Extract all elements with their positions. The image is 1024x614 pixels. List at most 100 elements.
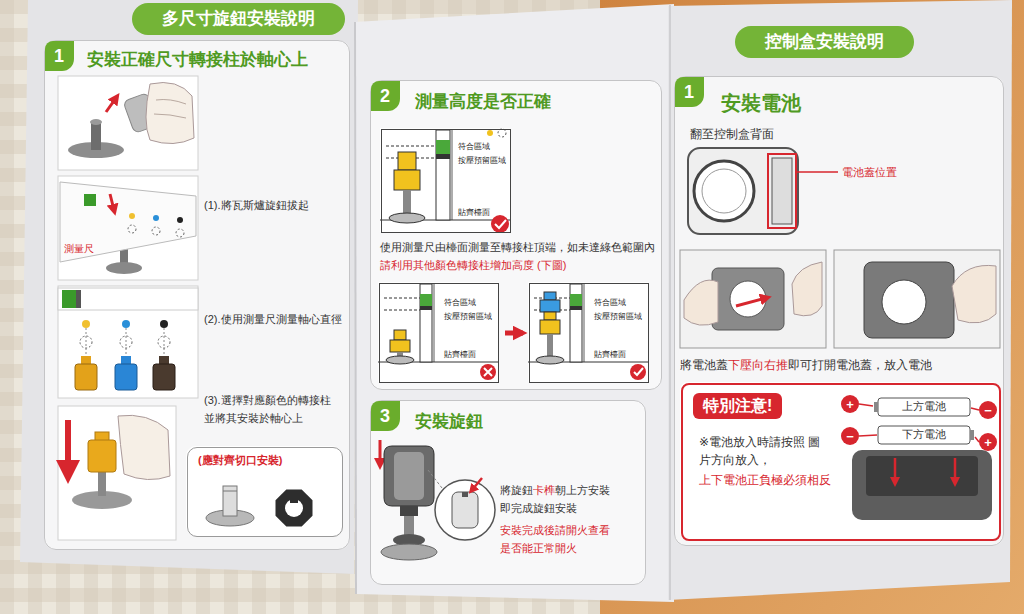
knob-install-illustration	[384, 446, 434, 506]
ruler-illustration	[60, 182, 196, 262]
knob-install-illustration	[428, 470, 442, 488]
height-diagram-drawing	[436, 130, 450, 220]
height-diagram-drawing	[540, 320, 560, 334]
warning-tab: 特別注意!	[693, 393, 782, 419]
ruler-illustration	[176, 229, 184, 237]
height-diagram-drawing	[536, 356, 564, 364]
battery-cover-photos	[680, 250, 1000, 348]
adapter-choice-illustration	[58, 288, 198, 310]
leaflet-panels	[674, 76, 1004, 546]
adapter-choice-illustration	[126, 328, 127, 356]
adapter-choice-illustration	[153, 364, 175, 390]
adapter-install-illustration	[118, 415, 170, 479]
leaflet-panels	[668, 0, 1012, 600]
height-diagram-drawing	[420, 284, 432, 362]
height-diagram-drawing	[386, 146, 435, 147]
notch-illustration	[290, 498, 298, 503]
leaflet-panels	[354, 4, 674, 602]
note-callout-text: (應對齊切口安裝)	[198, 454, 282, 468]
warning-box-text: 上下電池正負極必須相反	[699, 471, 831, 489]
step-badge-text: 2	[380, 84, 390, 108]
knob-removal-illustration	[154, 100, 186, 119]
control-box-illustration	[688, 148, 838, 234]
warning-text: 安裝完成後請開火查看 是否能正常開火	[500, 522, 620, 557]
height-diagram-drawing	[544, 312, 556, 320]
height-diagram-text: 貼齊檯面	[594, 350, 626, 360]
ruler-label: 測量尺	[64, 242, 94, 256]
step-badge-text: 3	[380, 404, 390, 428]
battery-illustration	[841, 395, 997, 520]
step-text: (1).將瓦斯爐旋鈕拔起	[204, 198, 309, 213]
notch-illustration	[223, 491, 237, 492]
knob-install-illustration	[380, 440, 495, 560]
adapter-choice-illustration	[75, 364, 97, 390]
adapter-choice-illustration	[121, 356, 131, 364]
height-diagram-drawing	[436, 140, 450, 154]
step-panel-text: 安裝正確尺寸轉接柱於軸心上	[87, 49, 308, 70]
step-badge-text: 1	[54, 44, 64, 68]
leaflet-panels	[44, 40, 350, 550]
step-panel: 安裝正確尺寸轉接柱於軸心上 1 (應對齊切口安裝)	[44, 40, 350, 550]
instruction-text: 使用測量尺由檯面測量至轉接柱頂端，如未達綠色範圍內	[380, 240, 655, 255]
battery-illustration	[979, 433, 997, 451]
leaflet-panels	[669, 5, 671, 600]
step-panel-text: 安裝電池	[721, 91, 801, 116]
adapter-choice-illustration	[76, 290, 81, 308]
header-tab: 多尺寸旋鈕安裝說明	[132, 3, 345, 35]
knob-removal-illustration	[91, 122, 101, 150]
instruction-text: 將電池蓋下壓向右推即可打開電池蓋，放入電池	[680, 356, 932, 375]
height-diagram-drawing	[491, 215, 509, 233]
battery-illustration	[866, 456, 978, 496]
instruction-text: 即可打開電池蓋，放入電池	[788, 358, 932, 372]
battery-illustration	[841, 395, 859, 413]
adapter-install-illustration	[58, 406, 176, 540]
height-diagram-text: 符合區域	[458, 142, 490, 152]
height-diagram-drawing	[498, 129, 506, 137]
step-panel: 測量高度是否正確2符合區域按壓預留區域貼齊檯面符合區域按壓預留區域貼齊檯面符合區…	[370, 80, 662, 390]
ruler-illustration	[58, 176, 198, 280]
notch-illustration	[206, 486, 313, 527]
leaflet-panels	[20, 0, 1012, 602]
ruler-illustration	[153, 215, 159, 221]
knob-install-illustration	[462, 492, 468, 497]
step-text: (3).選擇對應顏色的轉接柱 並將其安裝於軸心上	[204, 392, 342, 427]
knob-removal-illustration	[58, 76, 198, 170]
ruler-illustration	[110, 194, 114, 210]
adapter-choice-illustration	[81, 356, 91, 364]
height-diagram: 符合區域按壓預留區域貼齊檯面	[381, 129, 511, 233]
battery-label: 上方電池	[902, 399, 946, 414]
battery-label: 下方電池	[902, 427, 946, 442]
instruction-text: 翻至控制盒背面	[690, 126, 774, 143]
height-diagram-drawing	[386, 356, 414, 364]
adapter-choice-illustration	[80, 336, 92, 348]
adapter-choice-illustration	[159, 356, 169, 364]
leaflet-panels	[680, 382, 1000, 540]
ruler-illustration	[84, 194, 96, 206]
height-diagram-drawing	[487, 130, 493, 136]
adapter-install-illustration	[88, 440, 116, 472]
height-diagram-drawing	[484, 368, 492, 376]
height-diagram-drawing	[544, 292, 556, 300]
knob-install-illustration	[400, 506, 418, 516]
height-diagram-drawing	[390, 340, 410, 352]
leaflet-panels	[370, 400, 646, 585]
ruler-illustration	[177, 217, 183, 223]
battery-cover-photos	[680, 250, 826, 348]
ruler-illustration	[152, 227, 160, 235]
notch-illustration	[223, 486, 237, 516]
height-diagram-drawing	[634, 368, 643, 375]
step-panel-text: 測量高度是否正確	[415, 91, 551, 112]
ruler-illustration	[58, 176, 198, 280]
adapter-choice-illustration	[82, 320, 90, 328]
knob-install-illustration	[435, 480, 495, 540]
step-badge: 3	[371, 401, 400, 431]
adapter-choice-illustration	[158, 336, 170, 348]
battery-cover-photos	[730, 281, 766, 317]
knob-removal-illustration	[90, 119, 102, 125]
battery-illustration	[979, 401, 997, 419]
height-diagram-drawing	[398, 152, 416, 170]
battery-cover-photos	[792, 262, 822, 316]
